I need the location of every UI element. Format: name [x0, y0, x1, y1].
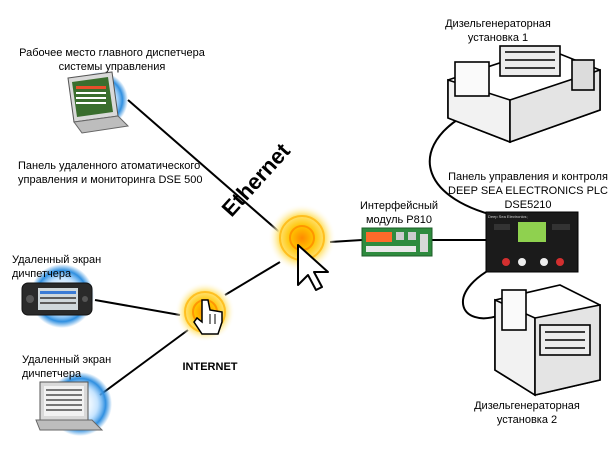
remote-screen-1-label: Удаленный экран дичпетчера — [12, 253, 101, 281]
control-panel-label: Панель управления и контроля DEEP SEA EL… — [440, 170, 616, 212]
remote-screen-2-label-line-2: дичпетчера — [22, 368, 82, 380]
interface-module-label: Интерфейсный модуль P810 — [352, 199, 446, 227]
panel-brand-text: Deep Sea Electronics plc — [488, 214, 528, 219]
internet-label: INTERNET — [182, 361, 238, 373]
remote-screen-1-label-line-2: дичпетчера — [12, 268, 72, 280]
dse500-label: Панель удаленного атоматического управле… — [18, 159, 203, 187]
genset-2-label: Дизельгенераторная установка 2 — [452, 399, 602, 427]
control-panel-label-line-3: DSE5210 — [504, 199, 552, 211]
dse500-label-line-2: управления и мониторинга DSE 500 — [18, 174, 203, 186]
link-screen1-internet — [94, 299, 181, 316]
remote-laptop-icon — [35, 372, 112, 436]
genset-1-icon — [447, 45, 601, 144]
genset-1-label-line-1: Дизельгенераторная — [445, 18, 551, 30]
dispatcher-label-line-2: системы управления — [58, 61, 166, 73]
genset-1-label: Дизельгенераторная установка 1 — [428, 17, 568, 45]
link-screen2-internet — [99, 329, 189, 396]
dispatcher-label-line-1: Рабочее место главного диспетчера — [19, 47, 205, 59]
interface-module-label-line-2: модуль P810 — [365, 214, 432, 226]
remote-screen-2-label-line-1: Удаленный экран — [22, 354, 112, 366]
control-panel-label-line-2: DEEP SEA ELECTRONICS PLC — [448, 185, 608, 197]
internet-hand-icon — [175, 282, 235, 342]
remote-screen-2-label: Удаленный экран дичпетчера — [22, 353, 111, 381]
dispatcher-label: Рабочее место главного диспетчера систем… — [14, 46, 210, 74]
remote-screen-1-label-line-1: Удаленный экран — [12, 254, 102, 266]
genset-2-icon — [494, 284, 601, 397]
dispatcher-laptop-icon — [67, 71, 130, 134]
remote-phone-icon — [21, 264, 94, 328]
link-internet-ethernet — [224, 261, 281, 296]
interface-module-label-line-1: Интерфейсный — [359, 200, 439, 212]
genset-2-label-line-1: Дизельгенераторная — [474, 400, 580, 412]
interface-module-icon — [361, 227, 433, 257]
genset-1-label-line-2: установка 1 — [467, 32, 529, 44]
control-panel-icon — [485, 211, 579, 273]
link-panel-genset1 — [428, 117, 506, 219]
ethernet-cursor-icon — [268, 204, 336, 291]
genset-2-label-line-2: установка 2 — [496, 414, 558, 426]
control-panel-label-line-1: Панель управления и контроля — [448, 171, 608, 183]
dse500-label-line-1: Панель удаленного атоматического — [18, 160, 201, 172]
